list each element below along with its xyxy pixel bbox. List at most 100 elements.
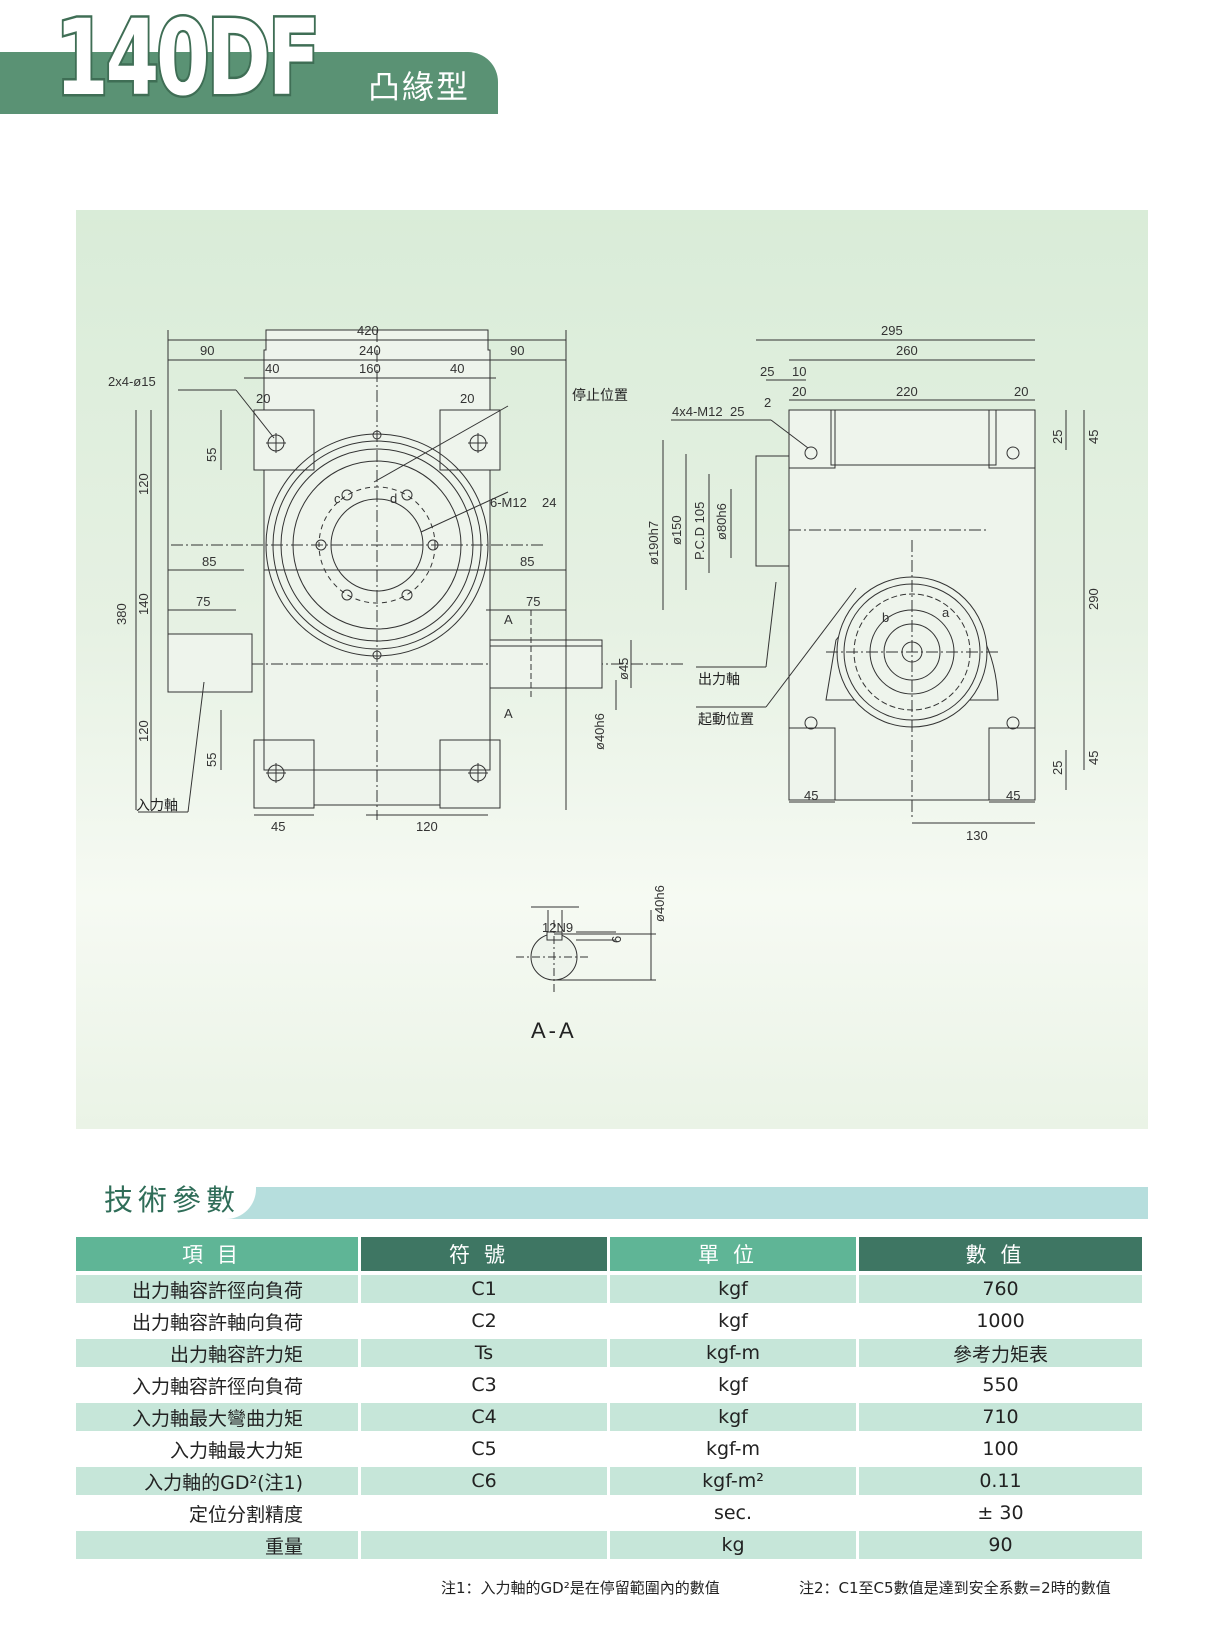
dim-text: ø190h7 bbox=[646, 521, 661, 565]
dim-text: 40 bbox=[265, 361, 279, 376]
dim-text: b bbox=[882, 610, 889, 625]
dim-text: 25 bbox=[1050, 761, 1065, 775]
front-view-labels: 420 90 240 90 160 40 40 20 20 2x4-ø15 55… bbox=[108, 323, 631, 834]
dim-text: A bbox=[504, 706, 513, 721]
cell-symbol: Ts bbox=[361, 1339, 607, 1367]
model-title: 140DF bbox=[53, 0, 322, 119]
header-band bbox=[0, 52, 498, 114]
dim-text: 24 bbox=[542, 495, 556, 510]
dim-text: 20 bbox=[792, 384, 806, 399]
dim-text: 85 bbox=[520, 554, 534, 569]
model-subtype: 凸緣型 bbox=[368, 68, 471, 106]
dim-text: 140 bbox=[136, 593, 151, 615]
cell-item: 重量 bbox=[76, 1531, 358, 1559]
table-row: 入力軸的GD²(注1) C6 kgf-m² 0.11 bbox=[76, 1467, 1142, 1495]
table-row: 出力軸容許軸向負荷 C2 kgf 1000 bbox=[76, 1307, 1142, 1335]
dim-text: 45 bbox=[804, 788, 818, 803]
dim-text: 120 bbox=[136, 720, 151, 742]
spec-table: 項目 符號 單位 數值 出力軸容許徑向負荷 C1 kgf 760 出力軸容許軸向… bbox=[73, 1233, 1145, 1563]
cell-symbol: C2 bbox=[361, 1307, 607, 1335]
dim-text: 290 bbox=[1086, 588, 1101, 610]
cell-value: ± 30 bbox=[859, 1499, 1142, 1527]
cell-item: 出力軸容許軸向負荷 bbox=[76, 1307, 358, 1335]
cell-value: 0.11 bbox=[859, 1467, 1142, 1495]
dim-text: 85 bbox=[202, 554, 216, 569]
dim-text: P.C.D 105 bbox=[692, 502, 707, 560]
cell-item: 入力軸的GD²(注1) bbox=[76, 1467, 358, 1495]
dim-text: 240 bbox=[359, 343, 381, 358]
dim-text: d bbox=[390, 491, 397, 506]
dim-text: ø40h6 bbox=[652, 885, 667, 922]
dim-text: 55 bbox=[204, 753, 219, 767]
section-tab bbox=[76, 1175, 256, 1219]
side-view bbox=[662, 339, 1085, 824]
col-header-item: 項目 bbox=[76, 1237, 358, 1271]
cell-unit: kgf-m bbox=[610, 1435, 856, 1463]
dim-text: 2x4-ø15 bbox=[108, 374, 156, 389]
cell-unit: kgf-m bbox=[610, 1339, 856, 1367]
cell-unit: kgf bbox=[610, 1371, 856, 1399]
col-header-value: 數值 bbox=[859, 1237, 1142, 1271]
dim-text: 380 bbox=[114, 603, 129, 625]
footnote-1: 注1：入力軸的GD²是在停留範圍內的數值 bbox=[441, 1579, 720, 1597]
dim-text: 55 bbox=[204, 448, 219, 462]
table-header-row: 項目 符號 單位 數值 bbox=[76, 1237, 1142, 1271]
dim-text: 420 bbox=[357, 323, 379, 338]
cell-unit: kgf bbox=[610, 1307, 856, 1335]
label-input-shaft: 入力軸 bbox=[136, 798, 178, 814]
dim-text: ø150 bbox=[669, 515, 684, 545]
technical-drawing: 420 90 240 90 160 40 40 20 20 2x4-ø15 55… bbox=[108, 323, 1101, 1043]
cell-value: 1000 bbox=[859, 1307, 1142, 1335]
dim-text: 20 bbox=[460, 391, 474, 406]
dim-text: 45 bbox=[271, 819, 285, 834]
dim-text: 12N9 bbox=[542, 920, 573, 935]
dim-text: 75 bbox=[526, 594, 540, 609]
dim-text: 6 bbox=[609, 936, 624, 943]
table-row: 入力軸最大力矩 C5 kgf-m 100 bbox=[76, 1435, 1142, 1463]
cell-value: 710 bbox=[859, 1403, 1142, 1431]
table-row: 重量 kg 90 bbox=[76, 1531, 1142, 1559]
dim-text: 75 bbox=[196, 594, 210, 609]
dim-text: ø40h6 bbox=[592, 713, 607, 750]
dim-text: 10 bbox=[792, 364, 806, 379]
dim-text: 6-M12 bbox=[490, 495, 527, 510]
dim-text: 260 bbox=[896, 343, 918, 358]
cell-item: 入力軸容許徑向負荷 bbox=[76, 1371, 358, 1399]
table-row: 出力軸容許力矩 Ts kgf-m 參考力矩表 bbox=[76, 1339, 1142, 1367]
side-view-labels: 295 260 25 10 220 20 20 2 4x4-M12 25 25 … bbox=[646, 323, 1101, 843]
table-row: 出力軸容許徑向負荷 C1 kgf 760 bbox=[76, 1275, 1142, 1303]
dim-text: 25 bbox=[1050, 430, 1065, 444]
cell-value: 90 bbox=[859, 1531, 1142, 1559]
cell-value: 100 bbox=[859, 1435, 1142, 1463]
col-header-unit: 單位 bbox=[610, 1237, 856, 1271]
cell-item: 出力軸容許力矩 bbox=[76, 1339, 358, 1367]
dim-text: 295 bbox=[881, 323, 903, 338]
dim-text: 45 bbox=[1006, 788, 1020, 803]
cell-symbol: C4 bbox=[361, 1403, 607, 1431]
dim-text: 20 bbox=[256, 391, 270, 406]
section-title: 技術參數 bbox=[104, 1183, 241, 1217]
cell-symbol: C3 bbox=[361, 1371, 607, 1399]
dim-text: 130 bbox=[966, 828, 988, 843]
dim-text: 20 bbox=[1014, 384, 1028, 399]
cell-unit: kgf bbox=[610, 1275, 856, 1303]
label-stop-position: 停止位置 bbox=[572, 387, 628, 404]
dim-text: 220 bbox=[896, 384, 918, 399]
front-view bbox=[135, 329, 686, 820]
dim-text: 120 bbox=[416, 819, 438, 834]
cell-unit: sec. bbox=[610, 1499, 856, 1527]
cell-value: 760 bbox=[859, 1275, 1142, 1303]
dim-text: 120 bbox=[136, 473, 151, 495]
dim-text: 45 bbox=[1086, 430, 1101, 444]
dim-text: 45 bbox=[1086, 751, 1101, 765]
footnote-2: 注2：C1至C5數值是達到安全系數=2時的數值 bbox=[799, 1579, 1111, 1597]
dim-text: 90 bbox=[510, 343, 524, 358]
cell-symbol bbox=[361, 1499, 607, 1527]
cell-unit: kgf bbox=[610, 1403, 856, 1431]
cell-symbol bbox=[361, 1531, 607, 1559]
dim-text: 4x4-M12 bbox=[672, 404, 723, 419]
dim-text: 2 bbox=[764, 395, 771, 410]
section-labels: 12N9 6 ø40h6 A-A bbox=[531, 885, 667, 1043]
cell-symbol: C5 bbox=[361, 1435, 607, 1463]
dim-text: 25 bbox=[730, 404, 744, 419]
